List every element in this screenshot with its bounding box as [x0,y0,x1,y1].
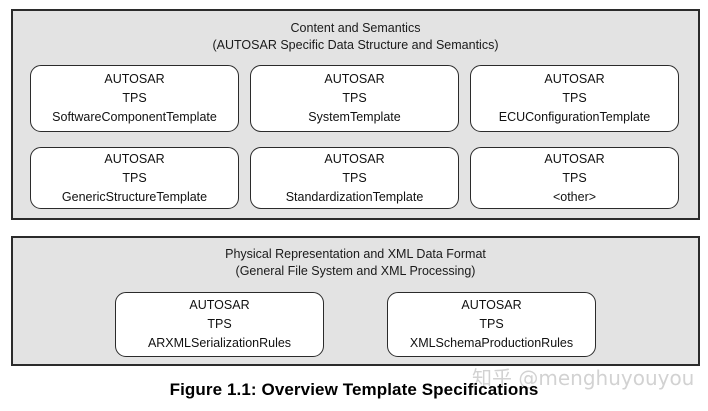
layer-physical-representation: Physical Representation and XML Data For… [11,236,700,366]
spec-box-ecu-configuration-template[interactable]: AUTOSAR TPS ECUConfigurationTemplate [470,65,679,132]
spec-box-kind: TPS [122,170,147,185]
layer-content-title: Content and Semantics [290,21,421,35]
spec-box-software-component-template[interactable]: AUTOSAR TPS SoftwareComponentTemplate [30,65,239,132]
spec-box-kind: TPS [122,91,147,105]
layer-content-subtitle: (AUTOSAR Specific Data Structure and Sem… [212,38,499,52]
layer-content-header: Content and Semantics (AUTOSAR Specific … [13,20,698,54]
spec-box-name: ECUConfigurationTemplate [498,110,651,124]
spec-box-vendor: AUTOSAR [104,151,165,166]
spec-box-arxml-serialization-rules[interactable]: AUTOSAR TPS ARXMLSerializationRules [115,292,324,357]
spec-box-vendor: AUTOSAR [324,72,385,86]
spec-box-name: GenericStructureTemplate [61,189,208,204]
spec-box-vendor: AUTOSAR [104,72,165,86]
layer-physical-subtitle: (General File System and XML Processing) [235,264,476,278]
spec-box-name: <other> [552,189,597,204]
spec-box-name: ARXMLSerializationRules [147,336,292,350]
spec-box-standardization-template[interactable]: AUTOSAR TPS StandardizationTemplate [250,147,459,209]
spec-box-name: SoftwareComponentTemplate [52,110,217,124]
spec-box-vendor: AUTOSAR [324,151,385,166]
spec-box-kind: TPS [562,91,587,105]
spec-box-vendor: AUTOSAR [544,72,605,86]
spec-box-vendor: AUTOSAR [461,298,522,312]
spec-box-system-template[interactable]: AUTOSAR TPS SystemTemplate [250,65,459,132]
spec-box-other[interactable]: AUTOSAR TPS <other> [470,147,679,209]
spec-box-generic-structure-template[interactable]: AUTOSAR TPS GenericStructureTemplate [30,147,239,209]
spec-box-kind: TPS [562,170,587,185]
figure-caption: Figure 1.1: Overview Template Specificat… [169,380,539,399]
spec-box-vendor: AUTOSAR [544,151,605,166]
spec-box-xml-schema-production-rules[interactable]: AUTOSAR TPS XMLSchemaProductionRules [387,292,596,357]
layer-physical-title: Physical Representation and XML Data For… [225,247,486,261]
layer-content-and-semantics: Content and Semantics (AUTOSAR Specific … [11,9,700,220]
layer-physical-header: Physical Representation and XML Data For… [13,246,698,280]
spec-box-kind: TPS [342,91,367,105]
spec-box-kind: TPS [479,317,504,331]
spec-box-name: SystemTemplate [308,110,401,124]
spec-box-vendor: AUTOSAR [189,298,250,312]
spec-box-name: XMLSchemaProductionRules [409,336,574,350]
spec-box-name: StandardizationTemplate [285,189,424,204]
spec-box-kind: TPS [207,317,232,331]
spec-box-kind: TPS [342,170,367,185]
